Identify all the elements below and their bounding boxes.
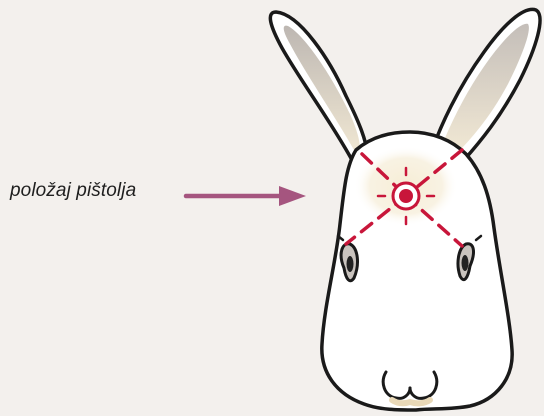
pointer-arrow [186, 186, 306, 206]
